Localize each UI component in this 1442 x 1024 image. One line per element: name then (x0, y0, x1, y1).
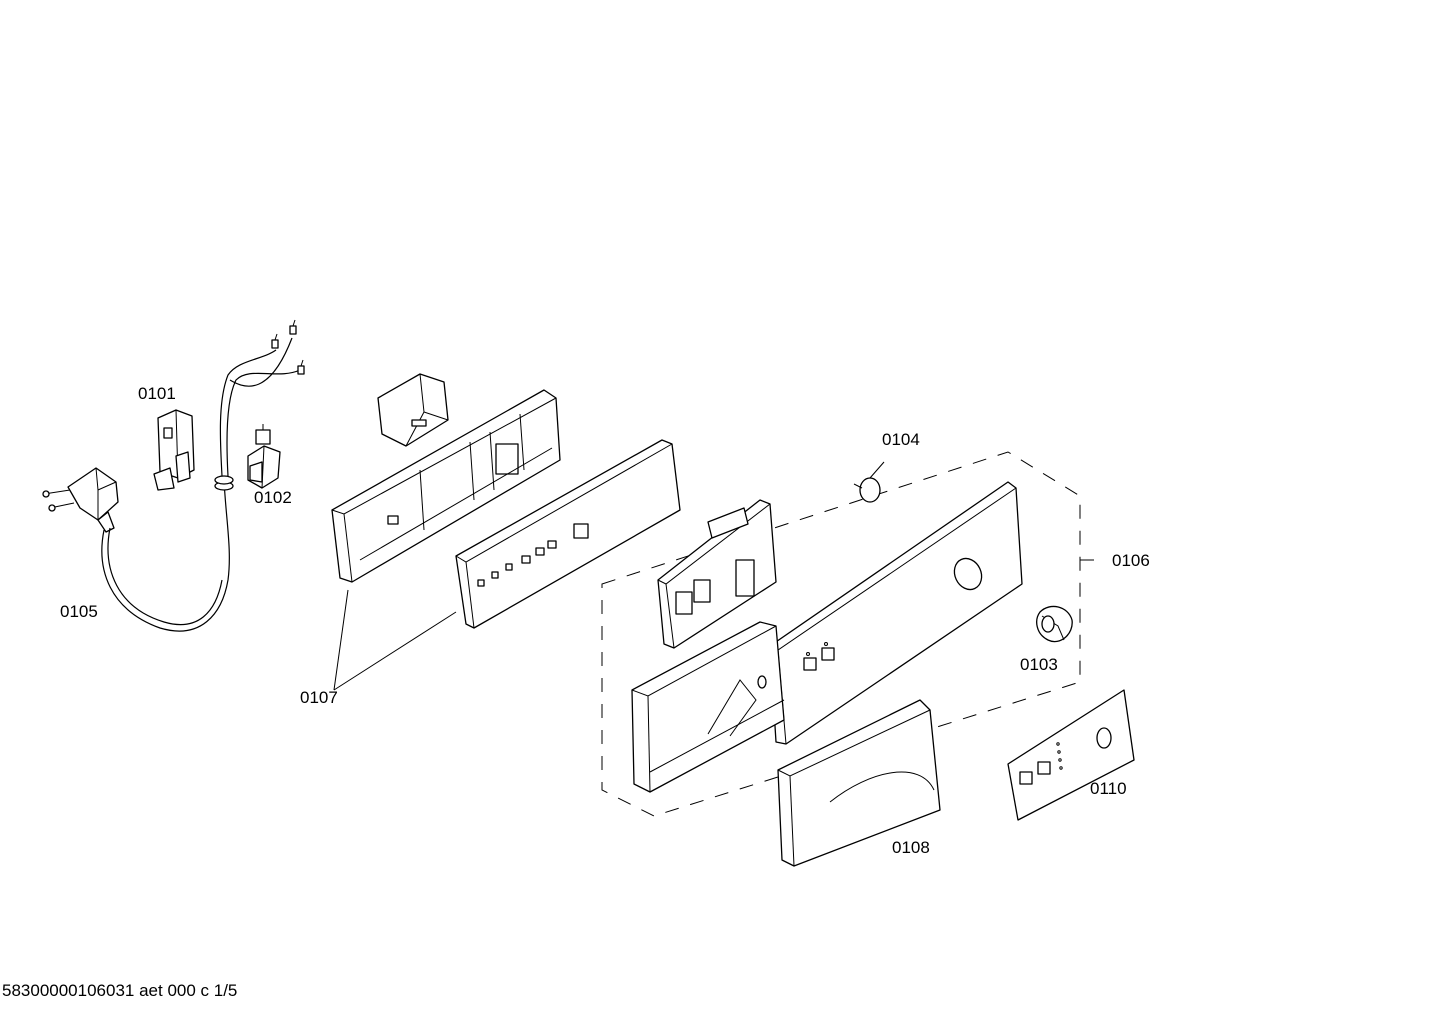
indicator-pin-part (853, 461, 885, 503)
mains-cable-part (42, 319, 305, 632)
label-0104: 0104 (882, 430, 920, 449)
drawing-reference-footer: 58300000106031 aet 000 c 1/5 (2, 981, 238, 1000)
drawer-frame-part (631, 621, 785, 793)
switch-module-part (657, 499, 777, 649)
suppressor-part (247, 424, 281, 489)
module-housing-part (331, 373, 561, 583)
leader-line-0107-b (333, 611, 457, 691)
control-overlay-part (1007, 689, 1135, 821)
bracket-part (153, 409, 195, 491)
control-knob-part (1036, 605, 1073, 643)
label-0101: 0101 (138, 384, 176, 403)
label-0102: 0102 (254, 488, 292, 507)
label-0108: 0108 (892, 838, 930, 857)
label-0106: 0106 (1112, 551, 1150, 570)
label-0110: 0110 (1090, 779, 1127, 798)
drawer-handle-part (777, 699, 941, 867)
assembly-outline-0106 (601, 451, 1104, 817)
label-0107: 0107 (300, 688, 338, 707)
label-0103: 0103 (1020, 655, 1058, 674)
control-panel-pcb-part (455, 439, 681, 629)
leader-line-0107-a (333, 589, 349, 691)
label-0105: 0105 (60, 602, 98, 621)
fascia-panel-part (769, 481, 1023, 745)
